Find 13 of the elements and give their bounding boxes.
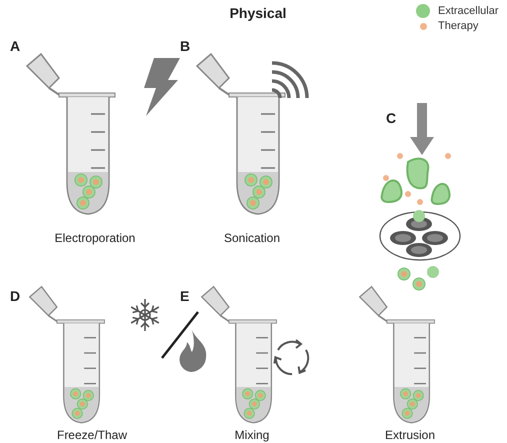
caption: Freeze/Thaw (56, 428, 128, 442)
panel-letter: B (180, 38, 190, 54)
caption: Extrusion (384, 428, 436, 442)
diagram-title: Physical (228, 5, 288, 21)
legend-label: Extracellular (438, 5, 499, 17)
caption: Electroporation (54, 231, 136, 245)
panel-letter: C (386, 110, 396, 126)
panel-letter: D (10, 288, 20, 304)
caption: Sonication (224, 231, 280, 245)
panel-letter: A (10, 38, 20, 54)
legend-label: Therapy (438, 20, 478, 32)
caption: Mixing (234, 428, 270, 442)
panel-letter: E (180, 288, 190, 304)
